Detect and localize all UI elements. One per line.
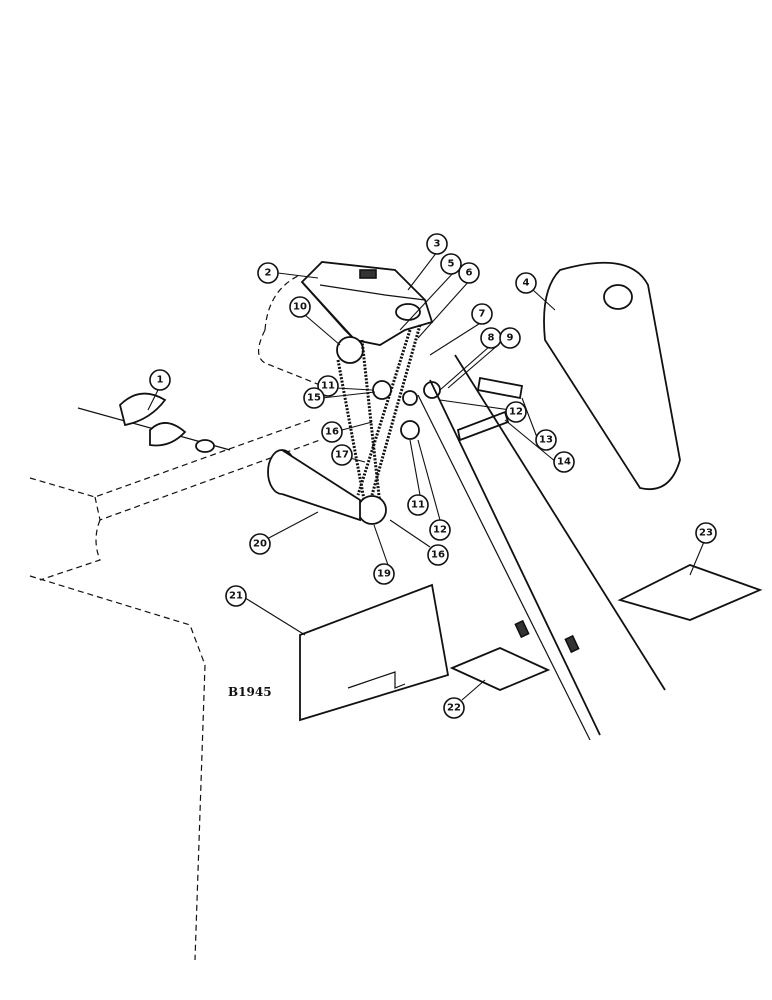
callout-14: 14 — [557, 457, 571, 468]
cover-plate — [617, 564, 763, 621]
callout-1: 1 — [157, 375, 164, 386]
drive-tube — [267, 449, 361, 522]
callouts: 1 2 3 4 5 6 7 8 9 10 11 11 12 12 13 14 1… — [149, 233, 717, 719]
upper-sprocket — [336, 336, 364, 364]
callout-13: 13 — [539, 435, 553, 446]
bracket — [476, 376, 524, 400]
callout-11-lower: 11 — [411, 500, 425, 511]
callout-17: 17 — [335, 450, 349, 461]
callout-12-upper: 12 — [509, 407, 523, 418]
callout-6: 6 — [466, 268, 473, 279]
callout-15: 15 — [307, 393, 321, 404]
machine-body-outline — [29, 274, 321, 961]
callout-11-upper: 11 — [321, 381, 335, 392]
idler-rollers — [372, 380, 420, 440]
shield-panel — [299, 583, 450, 722]
callout-19: 19 — [377, 569, 391, 580]
gear-housing — [300, 261, 434, 346]
callout-21: 21 — [229, 591, 243, 602]
callout-22: 22 — [447, 703, 461, 714]
callout-3: 3 — [434, 239, 441, 250]
callout-16-lower: 16 — [431, 550, 445, 561]
small-plate — [449, 647, 551, 691]
callout-8: 8 — [488, 333, 495, 344]
callout-5: 5 — [448, 259, 455, 270]
callout-4: 4 — [523, 278, 530, 289]
lower-sprocket — [357, 495, 387, 525]
callout-12-lower: 12 — [433, 525, 447, 536]
drawing-code: B1945 — [228, 685, 272, 699]
callout-2: 2 — [265, 268, 272, 279]
callout-23: 23 — [699, 528, 713, 539]
drive-chain — [336, 324, 422, 506]
callout-16-upper: 16 — [325, 427, 339, 438]
callout-7: 7 — [479, 309, 486, 320]
auger — [77, 392, 231, 453]
callout-9: 9 — [507, 333, 514, 344]
leader-lines — [147, 251, 707, 701]
elevator-tube — [417, 354, 666, 741]
callout-20: 20 — [253, 539, 267, 550]
callout-10: 10 — [293, 302, 307, 313]
